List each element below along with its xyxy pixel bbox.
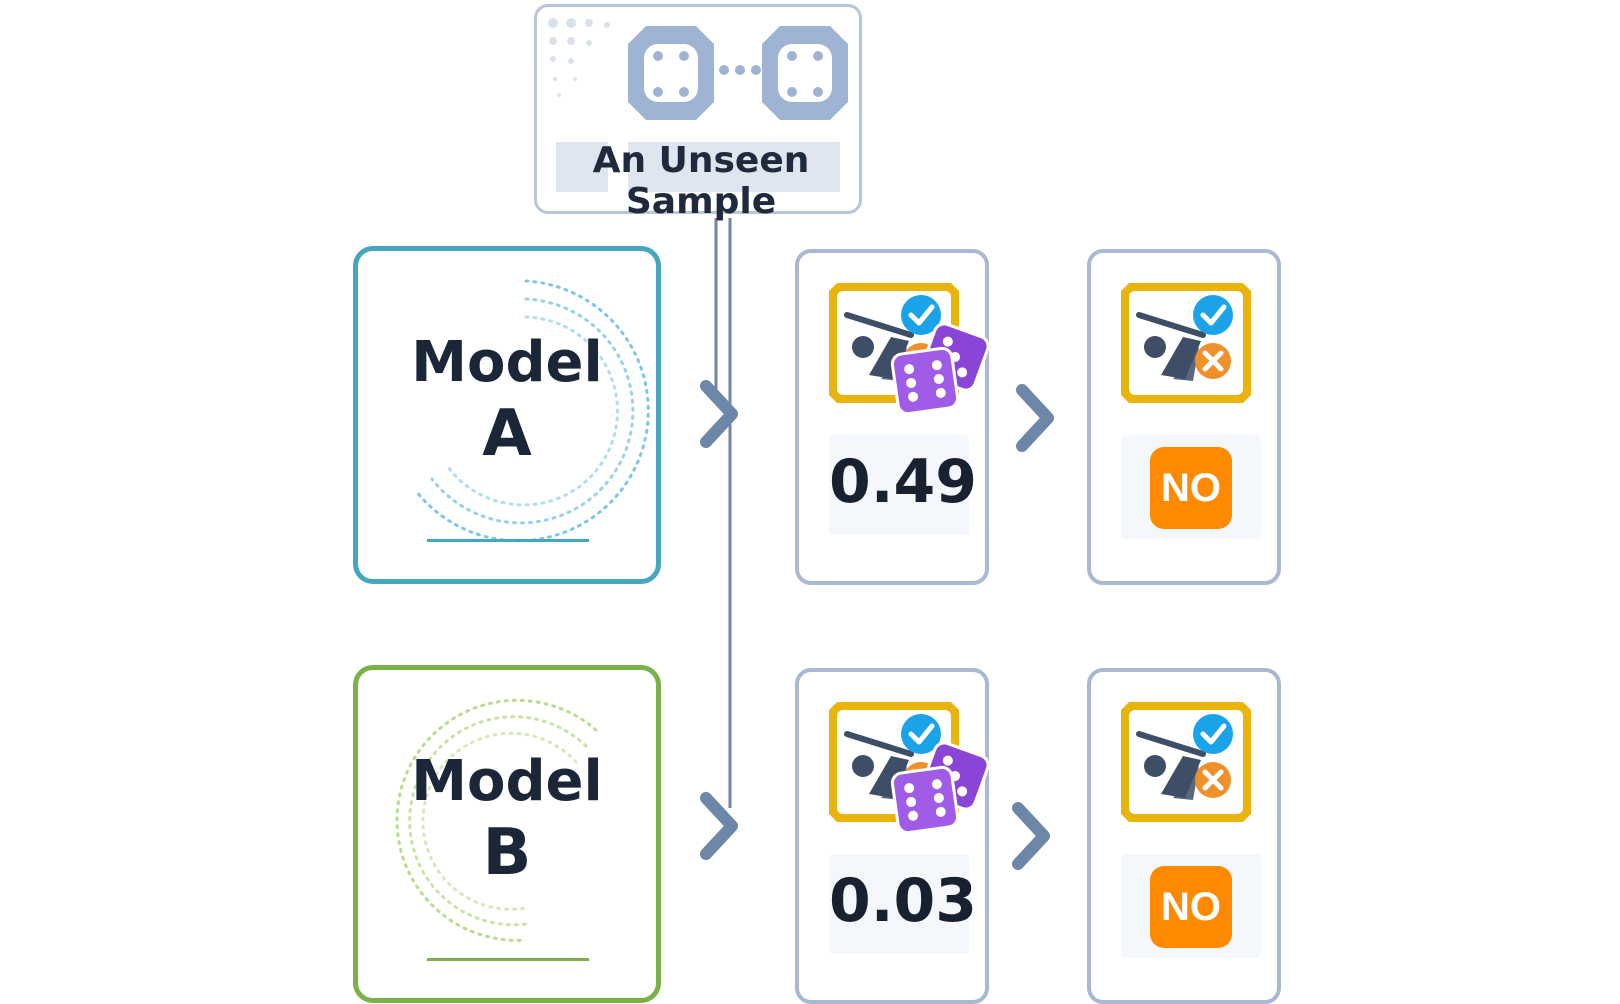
evaluation-icon [829, 279, 999, 423]
score-card: 0.49 [795, 249, 990, 585]
decision-card: NO [1087, 249, 1281, 585]
decision-box: NO [1121, 435, 1261, 539]
model-underline [427, 539, 589, 542]
dotted-swirl-icon [414, 279, 650, 543]
model-letter: A [482, 397, 532, 471]
dotted-pattern-icon [548, 18, 610, 97]
score-value: 0.49 [829, 447, 978, 517]
decision-badge: NO [1150, 447, 1232, 529]
dice-icon [890, 741, 990, 835]
sample-nodes-icon [556, 26, 848, 192]
dice-icon [890, 322, 990, 416]
sample-title: An Unseen Sample [592, 140, 810, 222]
check-icon [1193, 295, 1233, 335]
check-icon [901, 295, 941, 335]
unseen-sample-card [534, 4, 862, 214]
check-icon [1193, 714, 1233, 754]
chevron-right-icon [700, 380, 738, 448]
cross-icon [1195, 762, 1231, 798]
model-underline [427, 958, 589, 961]
model-label: Model [411, 749, 603, 814]
decision-badge: NO [1150, 866, 1232, 948]
score-box: 0.03 [829, 854, 978, 954]
model-a-card: Model A [353, 246, 661, 584]
model-label: Model [411, 330, 603, 395]
check-icon [901, 714, 941, 754]
model-letter: B [482, 816, 532, 890]
chevron-right-icon [700, 792, 738, 860]
score-value: 0.03 [829, 866, 978, 936]
evaluation-icon [829, 698, 999, 842]
chevron-right-icon [1016, 384, 1054, 452]
dotted-swirl-icon [395, 698, 598, 942]
golf-swing-icon [1136, 312, 1206, 381]
cross-icon [1195, 343, 1231, 379]
score-box: 0.49 [829, 435, 978, 535]
golf-swing-icon [1136, 731, 1206, 800]
chevron-right-icon [1012, 802, 1050, 870]
decision-box: NO [1121, 854, 1261, 958]
model-b-card: Model B [353, 665, 661, 1003]
decision-card: NO [1087, 668, 1281, 1004]
evaluation-icon [1121, 698, 1291, 842]
evaluation-icon [1121, 279, 1291, 423]
score-card: 0.03 [795, 668, 990, 1004]
